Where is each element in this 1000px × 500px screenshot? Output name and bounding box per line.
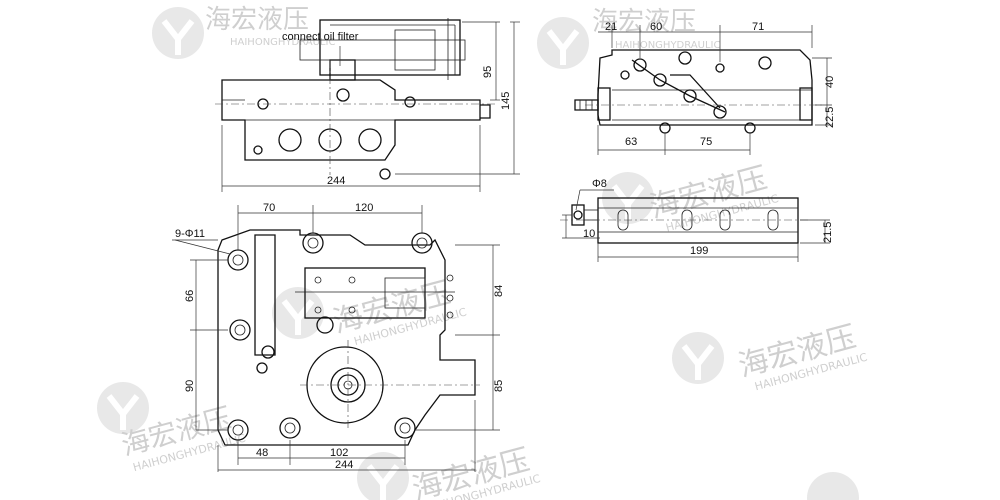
mount-hole [261, 345, 275, 359]
valve-plate [217, 229, 476, 446]
solenoid-coil [394, 29, 436, 71]
port-circle [278, 128, 302, 152]
dim-95: 95 [482, 66, 494, 78]
side-hole [678, 51, 692, 65]
dim-48: 48 [256, 447, 268, 459]
dim-145: 145 [500, 92, 512, 110]
spool-end [480, 104, 491, 119]
watermark-en: HAIHONGHYDRAULIC [615, 40, 720, 51]
dim-63: 63 [625, 136, 637, 148]
dim-70: 70 [263, 202, 275, 214]
mount-hole [229, 319, 251, 341]
watermark-logo [672, 332, 724, 384]
filter-port [329, 59, 356, 81]
port-circle [358, 128, 382, 152]
watermark-group: 海宏液压 HAIHONGHYDRAULIC 海宏液压 HAIHONGHYDRAU… [97, 5, 869, 500]
side-link [631, 59, 726, 113]
dim-21-5: 21.5 [822, 222, 834, 243]
dim-84: 84 [493, 285, 505, 297]
port-circle [404, 96, 416, 108]
front-view: connect oil filter 95 145 244 [215, 18, 520, 192]
dim-90: 90 [184, 380, 196, 392]
mount-hole [411, 232, 433, 254]
watermark-logo [537, 17, 589, 69]
dim-phi8: Φ8 [592, 178, 607, 190]
side-hole [713, 105, 727, 119]
dim-244-front: 244 [327, 175, 345, 187]
solenoid-coil-top [384, 277, 426, 309]
port-circle [379, 168, 391, 180]
watermark-logo [807, 472, 859, 500]
dim-71: 71 [752, 21, 764, 33]
dim-199: 199 [690, 245, 708, 257]
side-hole [683, 89, 697, 103]
side-hole [620, 70, 630, 80]
dim-66: 66 [184, 290, 196, 302]
dim-40: 40 [824, 76, 836, 88]
top-view: 70 120 9-Φ11 66 90 84 85 48 102 244 [172, 202, 505, 472]
mount-hole [279, 417, 301, 439]
watermark-logo [272, 287, 324, 339]
side-body [597, 49, 813, 126]
mount-hole [394, 417, 416, 439]
side-hole [633, 58, 647, 72]
watermark-logo [152, 7, 204, 59]
channel [254, 234, 276, 356]
port-circle [336, 88, 350, 102]
dim-9-phi11: 9-Φ11 [175, 228, 205, 240]
mount-hole [256, 362, 268, 374]
dim-120: 120 [355, 202, 373, 214]
dim-60: 60 [650, 21, 662, 33]
dim-244-top: 244 [335, 459, 353, 471]
dim-85: 85 [493, 380, 505, 392]
dim-21: 21 [605, 21, 617, 33]
bottom-view: Φ8 10 21.5 199 [560, 178, 834, 262]
mount-hole [227, 249, 249, 271]
watermark-en: HAIHONGHYDRAULIC [230, 37, 335, 48]
side-view: 21 60 71 40 22.5 63 75 [574, 21, 836, 155]
side-hole [653, 73, 667, 87]
watermark-cn: 海宏液压 [205, 5, 309, 35]
mount-hole [302, 232, 324, 254]
dim-10: 10 [583, 228, 595, 240]
side-hole [715, 63, 725, 73]
dim-22-5: 22.5 [824, 107, 836, 128]
solenoid-block [319, 19, 461, 76]
side-port [574, 99, 599, 111]
watermark-logo [357, 452, 409, 500]
bottom-body [597, 197, 799, 244]
side-hole [758, 56, 772, 70]
annotation-connect-oil-filter: connect oil filter [282, 31, 359, 43]
dim-102: 102 [330, 447, 348, 459]
watermark-logo [97, 382, 149, 434]
dim-75: 75 [700, 136, 712, 148]
port-circle [253, 145, 263, 155]
solenoid-body [299, 39, 466, 61]
mount-hole [316, 316, 334, 334]
